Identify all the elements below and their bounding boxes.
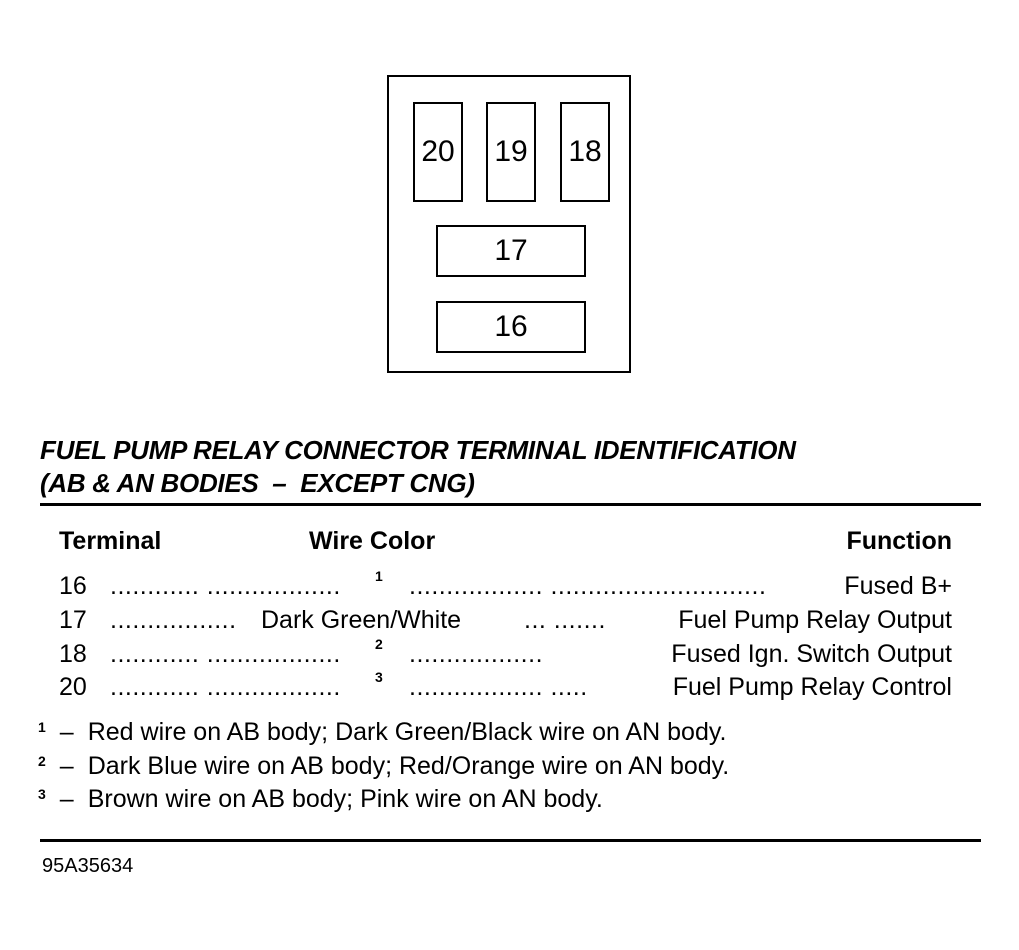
footnote-ref: 1 xyxy=(38,719,46,735)
row-function: Fused Ign. Switch Output xyxy=(671,640,952,668)
header-terminal: Terminal xyxy=(59,527,162,555)
row-leader-left: ............ .................. xyxy=(110,640,341,668)
row-leader-right: .................. .....................… xyxy=(409,572,767,600)
terminal-19-label: 19 xyxy=(494,135,528,168)
row-leader-left: ............ .................. xyxy=(110,572,341,600)
terminal-18-label: 18 xyxy=(568,135,602,168)
row-terminal: 20 xyxy=(59,673,87,701)
footnote-ref: 3 xyxy=(38,786,46,802)
terminal-20-label: 20 xyxy=(421,135,455,168)
row-terminal: 17 xyxy=(59,606,87,634)
title-line-2: (AB & AN BODIES – EXCEPT CNG) xyxy=(40,468,475,498)
footnote-text: Red wire on AB body; Dark Green/Black wi… xyxy=(87,718,727,746)
row-note-ref: 3 xyxy=(375,669,383,685)
row-function: Fused B+ xyxy=(844,572,952,600)
footnote-3: 3–Brown wire on AB body; Pink wire on AN… xyxy=(38,785,603,813)
footnote-text: Dark Blue wire on AB body; Red/Orange wi… xyxy=(87,752,730,780)
row-leader-right: .................. ..... xyxy=(409,673,588,701)
row-leader-left: ................. xyxy=(110,606,237,634)
row-terminal: 16 xyxy=(59,572,87,600)
footnote-ref: 2 xyxy=(38,753,46,769)
table-title: FUEL PUMP RELAY CONNECTOR TERMINAL IDENT… xyxy=(40,434,796,500)
terminal-17-label: 17 xyxy=(494,234,528,267)
terminal-16: 16 xyxy=(436,301,586,353)
row-note-ref: 2 xyxy=(375,636,383,652)
row-wire-color: Dark Green/White xyxy=(261,606,462,634)
top-divider xyxy=(40,503,981,506)
bottom-divider xyxy=(40,839,981,842)
footnote-text: Brown wire on AB body; Pink wire on AN b… xyxy=(87,785,603,813)
relay-connector-diagram: 20 19 18 17 16 xyxy=(387,75,631,373)
table-row-16: 16 ............ .................. 1 ...… xyxy=(0,568,1019,605)
row-leader-left: ............ .................. xyxy=(110,673,341,701)
header-wire-color: Wire Color xyxy=(309,527,436,555)
footnote-1: 1–Red wire on AB body; Dark Green/Black … xyxy=(38,718,727,746)
terminal-20: 20 xyxy=(413,102,463,202)
row-function: Fuel Pump Relay Control xyxy=(672,673,952,701)
terminal-16-label: 16 xyxy=(494,310,528,343)
row-leader-right: .................. xyxy=(409,640,544,668)
row-leader-right: ... ....... xyxy=(524,606,606,634)
terminal-17: 17 xyxy=(436,225,586,277)
row-function: Fuel Pump Relay Output xyxy=(678,606,952,634)
figure-code: 95A35634 xyxy=(42,855,134,877)
table-row-20: 20 ............ .................. 3 ...… xyxy=(0,669,1019,706)
title-line-1: FUEL PUMP RELAY CONNECTOR TERMINAL IDENT… xyxy=(40,435,796,465)
footnote-2: 2–Dark Blue wire on AB body; Red/Orange … xyxy=(38,752,730,780)
table-row-18: 18 ............ .................. 2 ...… xyxy=(0,636,1019,673)
terminal-18: 18 xyxy=(560,102,610,202)
row-terminal: 18 xyxy=(59,640,87,668)
row-note-ref: 1 xyxy=(375,568,383,584)
header-function: Function xyxy=(846,527,952,555)
terminal-19: 19 xyxy=(486,102,536,202)
table-row-17: 17 ................. Dark Green/White ..… xyxy=(0,606,1019,639)
